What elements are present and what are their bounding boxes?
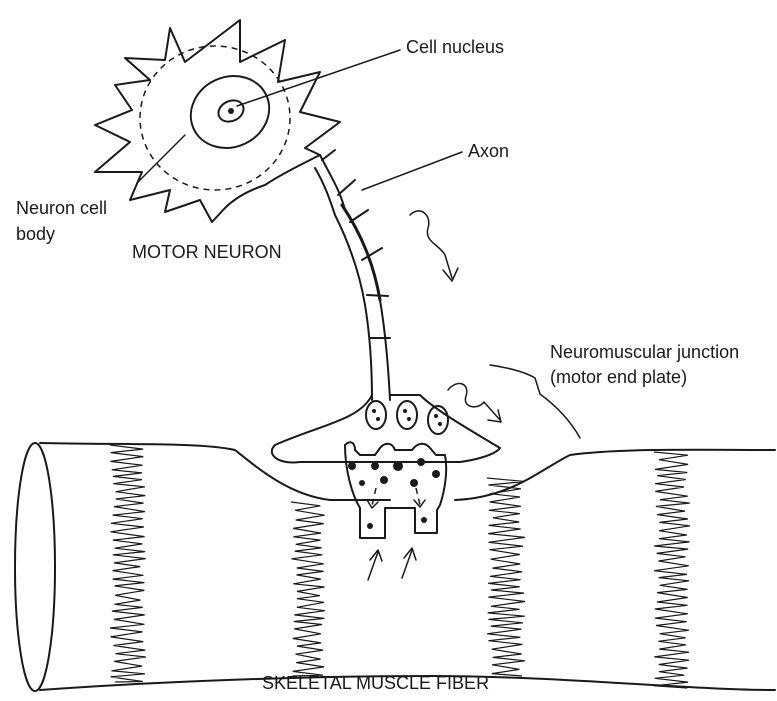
leader-lines bbox=[137, 50, 462, 190]
neuron-cell-body bbox=[95, 20, 340, 222]
neuron-cell-body-label-line1: Neuron cell bbox=[16, 197, 107, 219]
axon bbox=[315, 150, 390, 400]
release-arrows bbox=[367, 488, 425, 508]
striation-band bbox=[291, 502, 325, 676]
motor-neuron-label: MOTOR NEURON bbox=[132, 241, 282, 263]
axon-label: Axon bbox=[468, 140, 509, 162]
receptor-arrows bbox=[368, 548, 416, 580]
signal-arrows bbox=[410, 211, 501, 422]
striation-band bbox=[487, 478, 525, 676]
muscle-fiber bbox=[15, 443, 775, 691]
nmj-label-line2: (motor end plate) bbox=[550, 366, 687, 388]
neurotransmitters bbox=[348, 458, 440, 529]
neuron-cell-body-label-line2: body bbox=[16, 223, 55, 245]
muscle-striations bbox=[110, 445, 690, 688]
nmj-label-line1: Neuromuscular junction bbox=[550, 341, 739, 363]
synaptic-vesicles bbox=[366, 401, 448, 434]
axon-terminal bbox=[272, 395, 500, 463]
skeletal-muscle-fiber-label: SKELETAL MUSCLE FIBER bbox=[262, 672, 489, 694]
striation-band bbox=[654, 452, 690, 688]
synaptic-cleft bbox=[345, 442, 446, 538]
cell-nucleus-label: Cell nucleus bbox=[406, 36, 504, 58]
striation-band bbox=[110, 445, 146, 682]
